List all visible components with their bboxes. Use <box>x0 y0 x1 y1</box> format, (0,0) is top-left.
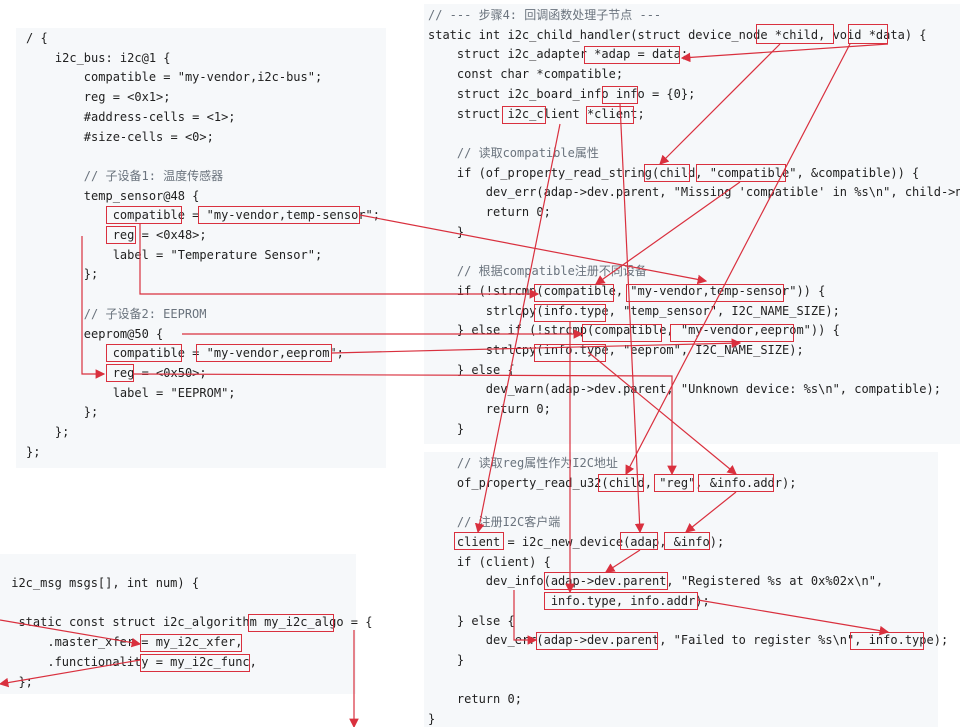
code-line: }; <box>26 267 99 282</box>
code-line: // 读取reg属性作为I2C地址 <box>428 456 618 470</box>
code-line: static int i2c_child_handler(struct devi… <box>428 27 927 42</box>
code-line: if (!strcmp(compatible, "my-vendor,temp-… <box>428 283 826 298</box>
code-line: / { <box>26 31 48 45</box>
code-line: .functionality = my_i2c_func, <box>4 654 257 669</box>
code-line: }; <box>26 444 41 459</box>
code-line: i2c_msg msgs[], int num) { <box>4 576 200 590</box>
code-line: } <box>428 224 465 239</box>
code-line: strlcpy(info.type, "temp_sensor", I2C_NA… <box>428 303 840 318</box>
code-line: dev_warn(adap->dev.parent, "Unknown devi… <box>428 382 941 397</box>
code-line: compatible = "my-vendor,eeprom"; <box>26 346 344 361</box>
code-line: reg = <0x50>; <box>26 365 207 380</box>
code-line: #size-cells = <0>; <box>26 129 214 144</box>
code-line: client = i2c_new_device(adap, &info); <box>428 534 725 549</box>
code-line: if (of_property_read_string(child, "comp… <box>428 165 920 180</box>
code-line: }; <box>26 405 99 420</box>
code-line: }; <box>4 674 33 689</box>
code-line: // --- 步骤4: 回调函数处理子节点 --- <box>428 8 662 22</box>
code-line: compatible = "my-vendor,temp-sensor"; <box>26 208 381 223</box>
code-line: info.type, info.addr); <box>428 593 710 608</box>
code-line: label = "Temperature Sensor"; <box>26 247 323 262</box>
code-line: } <box>428 653 465 667</box>
code-line: // 根据compatible注册不同设备 <box>428 264 647 279</box>
code-line: if (client) { <box>428 554 551 569</box>
code-line: eeprom@50 { <box>26 326 164 341</box>
code-line: return 0; <box>428 402 551 416</box>
code-line: i2c_bus: i2c@1 { <box>26 50 171 65</box>
code-line: reg = <0x48>; <box>26 228 207 242</box>
code-line: // 读取compatible属性 <box>428 145 599 160</box>
code-line: // 注册I2C客户端 <box>428 515 561 530</box>
code-line: struct i2c_client *client; <box>428 106 645 121</box>
code-line: dev_err(adap->dev.parent, "Missing 'comp… <box>428 185 960 200</box>
code-line: struct i2c_board_info info = {0}; <box>428 86 696 101</box>
code-line: return 0; <box>428 692 522 707</box>
code-line: #address-cells = <1>; <box>26 109 236 124</box>
code-line: } else { <box>428 362 515 377</box>
code-line: static const struct i2c_algorithm my_i2c… <box>4 615 373 630</box>
code-line: }; <box>26 425 70 439</box>
code-line: strlcpy(info.type, "eeprom", I2C_NAME_SI… <box>428 342 804 357</box>
code-line: } else { <box>428 613 515 628</box>
code-line: struct i2c_adapter *adap = data; <box>428 47 689 62</box>
code-line: dev_info(adap->dev.parent, "Registered %… <box>428 574 884 589</box>
code-line: // 子设备1: 温度传感器 <box>26 168 224 183</box>
code-line: } else if (!strcmp(compatible, "my-vendo… <box>428 323 840 338</box>
code-line: } <box>428 421 465 436</box>
code-line: const char *compatible; <box>428 67 624 82</box>
code-line: } <box>428 712 436 727</box>
code-line: temp_sensor@48 { <box>26 188 200 203</box>
code-line: label = "EEPROM"; <box>26 385 236 400</box>
code-line: .master_xfer = my_i2c_xfer, <box>4 635 243 650</box>
code-line: of_property_read_u32(child, "reg", &info… <box>428 475 797 490</box>
code-line: // 子设备2: EEPROM <box>26 306 207 321</box>
code-line: return 0; <box>428 205 551 219</box>
code-line: compatible = "my-vendor,i2c-bus"; <box>26 70 323 85</box>
code-line: dev_err(adap->dev.parent, "Failed to reg… <box>428 633 949 648</box>
code-line: reg = <0x1>; <box>26 90 171 105</box>
